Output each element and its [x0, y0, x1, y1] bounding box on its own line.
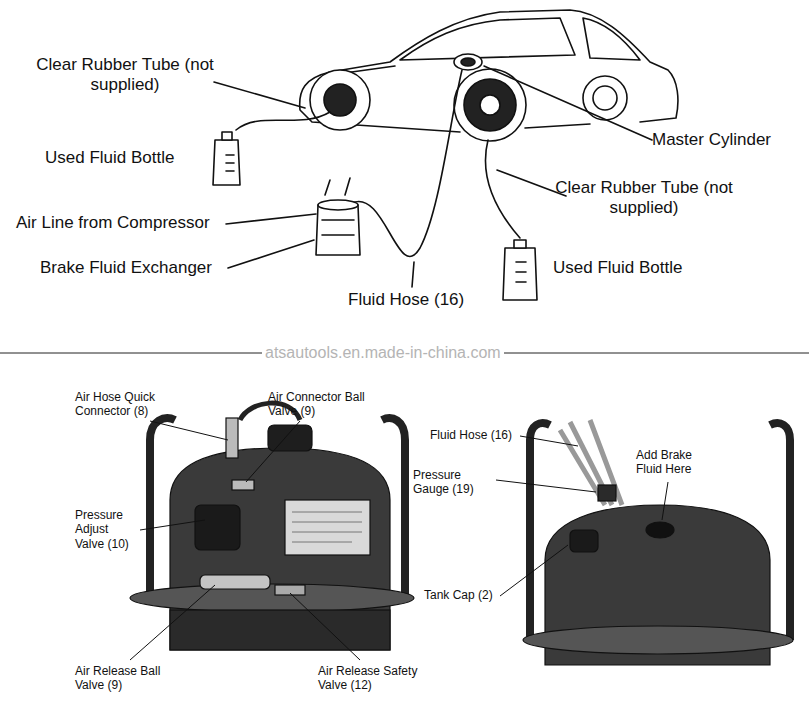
part-label: Used Fluid Bottle — [45, 148, 174, 168]
part-label: Brake Fluid Exchanger — [40, 258, 212, 278]
callout-label: Add Brake Fluid Here — [636, 448, 718, 477]
callout-label: Air Connector Ball Valve (9) — [268, 390, 393, 419]
part-label: Clear Rubber Tube (not supplied) — [555, 178, 733, 219]
callout-label: Air Release Ball Valve (9) — [75, 664, 175, 693]
watermark: atsautools.en.made-in-china.com — [262, 343, 504, 362]
part-label: Clear Rubber Tube (not supplied) — [30, 55, 220, 96]
part-label: Used Fluid Bottle — [553, 258, 682, 278]
part-label: Master Cylinder — [652, 130, 771, 150]
part-label: Air Line from Compressor — [16, 213, 210, 233]
callout-label: Tank Cap (2) — [424, 588, 493, 602]
callout-label: Pressure Gauge (19) — [413, 468, 493, 497]
callout-label: Air Hose Quick Connector (8) — [75, 390, 195, 419]
callout-label: Air Release Safety Valve (12) — [318, 664, 448, 693]
callout-label: Fluid Hose (16) — [430, 428, 512, 442]
callout-label: Pressure Adjust Valve (10) — [75, 508, 139, 551]
part-label: Fluid Hose (16) — [348, 290, 464, 310]
